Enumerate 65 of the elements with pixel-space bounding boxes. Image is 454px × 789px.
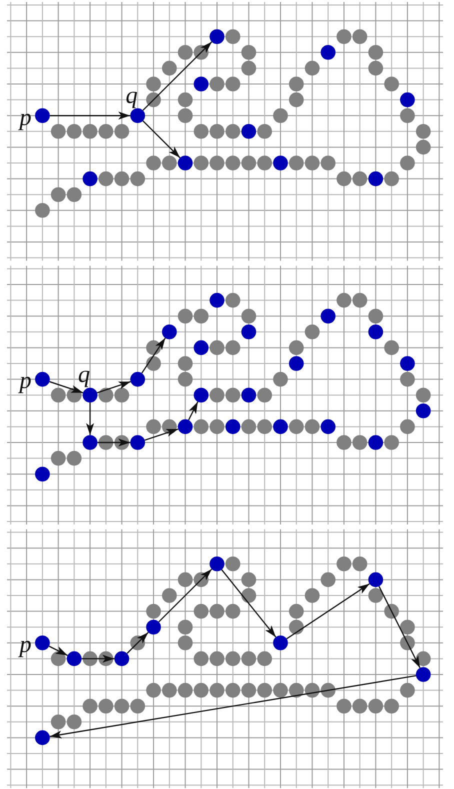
- point-marker: [273, 156, 288, 170]
- point-marker: [35, 730, 50, 746]
- arrow: [141, 338, 166, 374]
- point-label: q: [78, 363, 90, 388]
- point-marker: [368, 324, 384, 340]
- point-label: q: [126, 84, 138, 108]
- point-marker: [82, 435, 98, 450]
- arrow: [286, 583, 370, 640]
- point-marker: [194, 340, 209, 356]
- point-marker: [241, 324, 256, 340]
- arrow: [50, 112, 130, 120]
- point-marker: [130, 435, 146, 450]
- point-marker: [35, 372, 50, 387]
- point-label: p: [19, 369, 32, 394]
- point-label: p: [19, 106, 32, 130]
- point-marker: [130, 372, 146, 387]
- arrow: [126, 632, 149, 654]
- arrow: [96, 381, 131, 394]
- arrow: [49, 381, 84, 394]
- point-marker: [416, 404, 431, 418]
- point-marker: [400, 92, 415, 108]
- point-marker: [114, 651, 130, 666]
- point-marker: [273, 636, 288, 650]
- arrow: [221, 569, 276, 638]
- point-marker: [130, 108, 146, 123]
- arrow: [158, 568, 212, 622]
- arrow: [86, 402, 94, 436]
- point-marker: [400, 356, 415, 371]
- point-marker: [241, 388, 256, 402]
- point-marker: [320, 308, 336, 324]
- point-marker: [225, 419, 240, 434]
- point-marker: [241, 124, 256, 139]
- point-marker: [146, 620, 161, 634]
- point-marker: [320, 45, 336, 60]
- point-marker: [288, 356, 304, 371]
- point-marker: [210, 29, 224, 44]
- point-marker: [35, 636, 50, 650]
- point-marker: [66, 651, 82, 666]
- point-marker: [35, 466, 50, 482]
- point-marker: [210, 292, 224, 308]
- point-marker: [320, 419, 336, 434]
- arrow: [48, 646, 68, 656]
- arrow: [188, 401, 198, 420]
- arrow: [97, 438, 130, 446]
- point-marker: [194, 388, 209, 402]
- point-marker: [82, 388, 98, 402]
- point-label: p: [19, 632, 32, 657]
- point-marker: [162, 324, 177, 340]
- arrow: [378, 586, 421, 668]
- arrow: [144, 428, 178, 441]
- point-marker: [178, 156, 193, 170]
- point-marker: [178, 419, 193, 434]
- point-marker: [416, 667, 431, 682]
- arrow: [50, 675, 416, 738]
- point-marker: [35, 108, 50, 123]
- point-marker: [368, 572, 384, 588]
- arrow: [142, 41, 212, 111]
- point-marker: [368, 435, 384, 450]
- point-marker: [273, 419, 288, 434]
- arrow: [142, 120, 180, 158]
- point-marker: [194, 76, 209, 92]
- point-marker: [82, 171, 98, 186]
- point-marker: [210, 556, 224, 572]
- arrow: [82, 654, 114, 663]
- point-marker: [368, 171, 384, 186]
